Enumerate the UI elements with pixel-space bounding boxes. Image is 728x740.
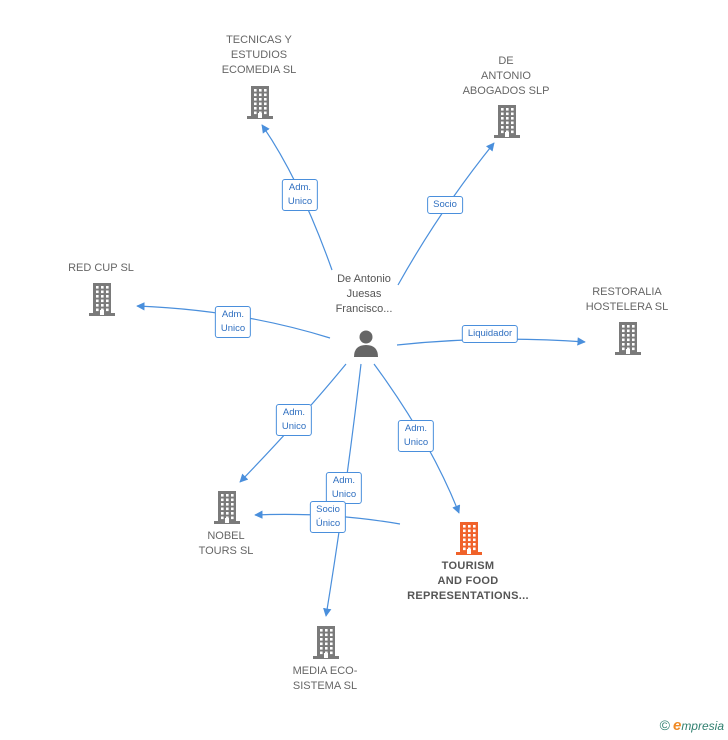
edge-label-tourism[interactable]: Adm.Unico	[397, 420, 435, 452]
edge-deantonio	[397, 142, 495, 286]
company-name: RESTORALIA HOSTELERA SL	[585, 286, 669, 313]
edge-label-nobel[interactable]: Adm.Unico	[275, 404, 313, 436]
person-name: De Antonio Juesas Francisco...	[335, 273, 393, 315]
person-icon	[354, 330, 378, 357]
edge-label-redcup[interactable]: Adm.Unico	[214, 306, 252, 338]
company-name: NOBEL TOURS SL	[198, 530, 254, 557]
company-name: TOURISM AND FOOD REPRESENTATIONS...	[407, 560, 529, 602]
edge-label-media[interactable]: Adm.Unico	[325, 472, 363, 504]
building-icon	[456, 522, 482, 555]
building-icon	[494, 105, 520, 138]
company-name: TECNICAS Y ESTUDIOS ECOMEDIA SL	[221, 34, 297, 76]
copyright-symbol: ©	[659, 717, 670, 733]
company-name: RED CUP SL	[68, 262, 134, 274]
company-name: DE ANTONIO ABOGADOS SLP	[462, 55, 550, 97]
building-icon	[313, 626, 339, 659]
empresia-logo: ©empresia	[659, 717, 724, 734]
edge-label-deantonio[interactable]: Socio	[427, 196, 463, 214]
edge-label-restoralia[interactable]: Liquidador	[461, 325, 519, 343]
building-icon	[615, 322, 641, 355]
building-icon	[214, 491, 240, 524]
edge-label-tecnicas[interactable]: Adm.Unico	[281, 179, 319, 211]
building-icon	[247, 86, 273, 119]
building-icon	[89, 283, 115, 316]
company-name: MEDIA ECO- SISTEMA SL	[292, 665, 358, 692]
